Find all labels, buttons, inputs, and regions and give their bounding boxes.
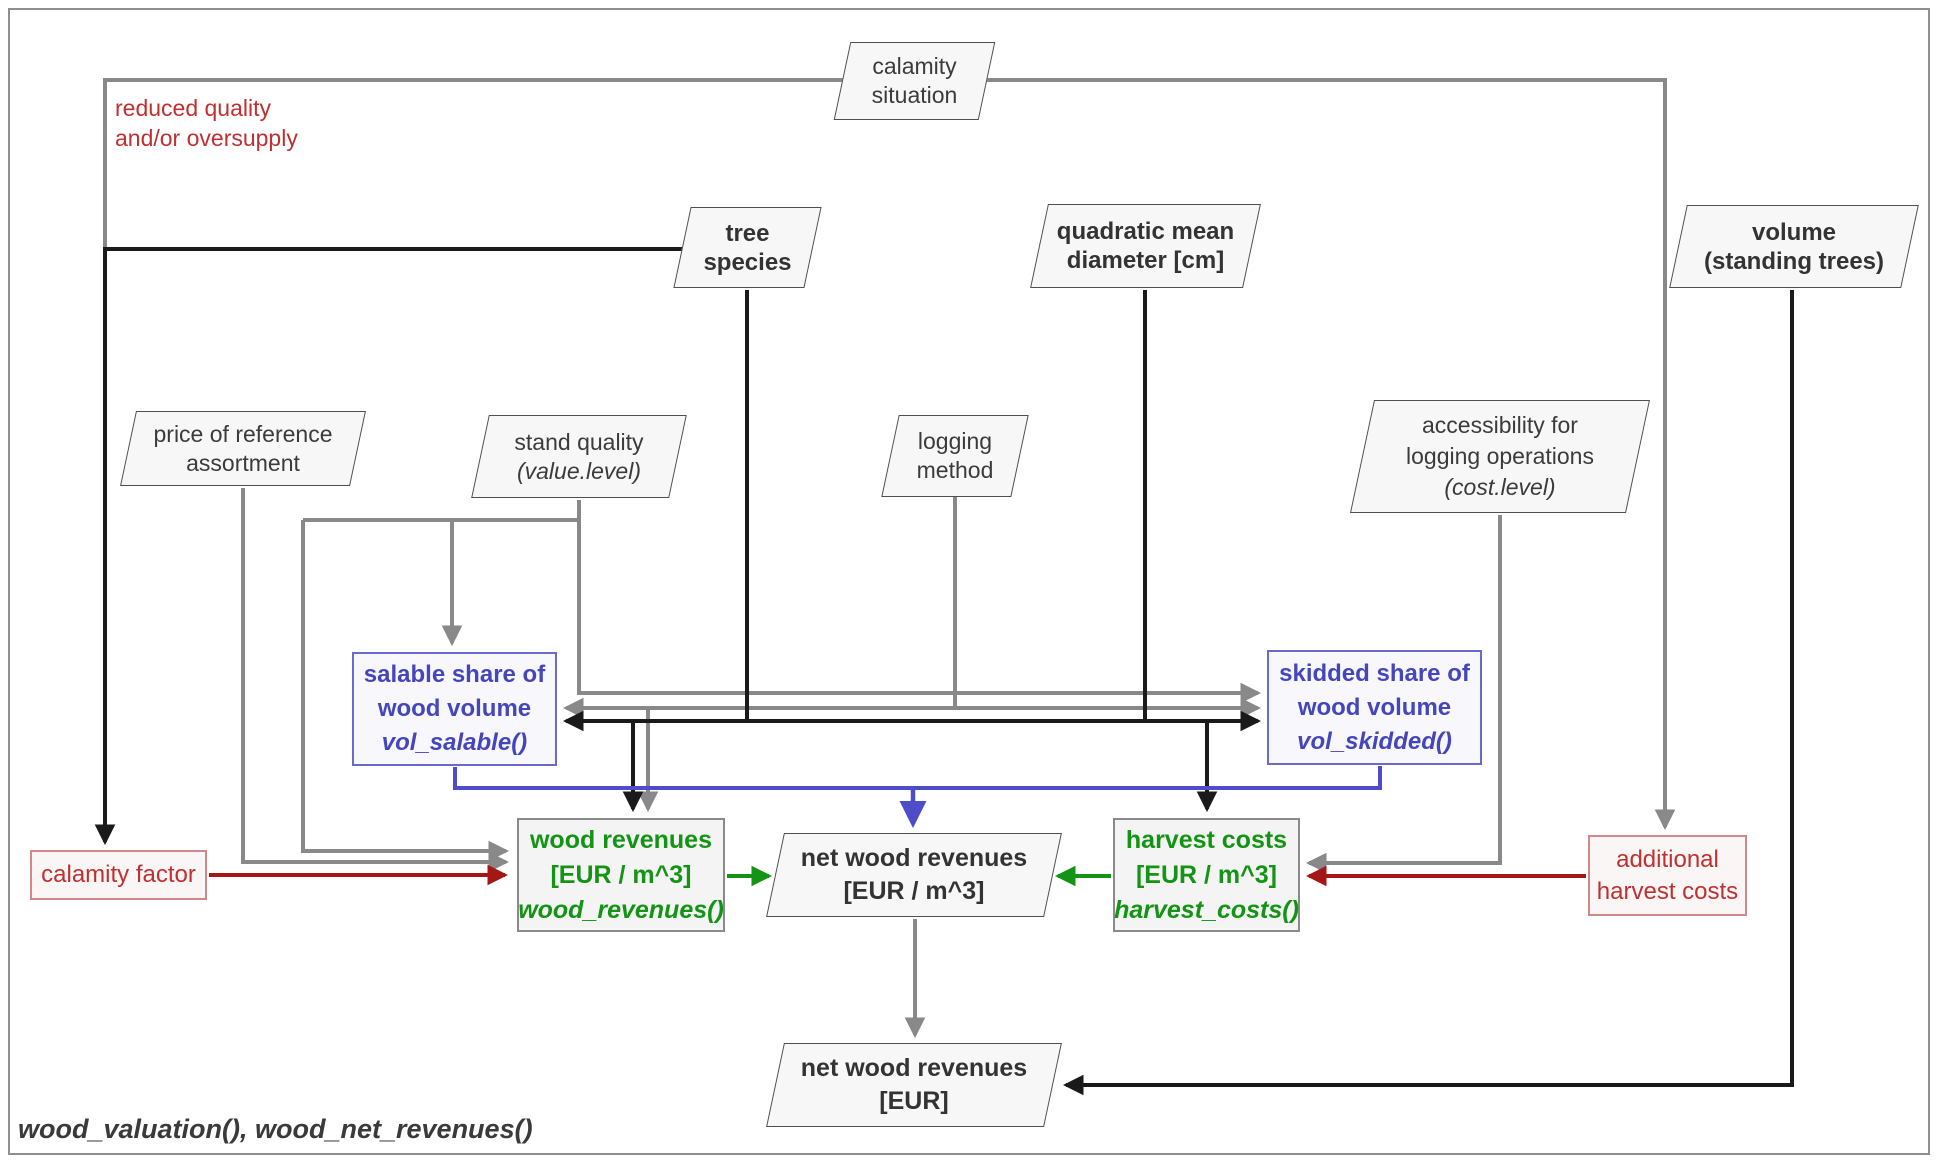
line: [EUR / m^3] bbox=[1135, 860, 1277, 889]
node-calamity-situation: calamity situation bbox=[833, 42, 996, 120]
label-line: reduced quality bbox=[115, 95, 271, 121]
line: harvest costs bbox=[1125, 825, 1288, 854]
label-reduced-quality: reduced quality and/or oversupply bbox=[115, 93, 298, 153]
line: logging bbox=[917, 428, 993, 454]
rectangle-shape bbox=[30, 850, 207, 900]
line: situation bbox=[871, 82, 958, 108]
line: quadratic mean bbox=[1056, 218, 1235, 245]
node-label: tree species bbox=[703, 219, 791, 277]
node-calamity-factor: calamity factor bbox=[30, 850, 207, 900]
line: calamity bbox=[872, 53, 957, 79]
edge-species-calamity-to-calamity-factor bbox=[94, 247, 684, 846]
line: wood revenues bbox=[529, 825, 712, 854]
node-label: wood revenues [EUR / m^3] wood_revenues(… bbox=[518, 823, 724, 928]
line: stand quality bbox=[514, 428, 644, 455]
caption-functions: wood_valuation(), wood_net_revenues() bbox=[18, 1114, 533, 1144]
node-accessibility: accessibility for logging operations (co… bbox=[1349, 400, 1651, 513]
line: harvest_costs() bbox=[1114, 895, 1299, 924]
node-label: accessibility for logging operations (co… bbox=[1406, 410, 1594, 503]
line: (standing trees) bbox=[1703, 247, 1885, 275]
line: [EUR] bbox=[879, 1087, 949, 1115]
edge-stand-quality-to-skidded bbox=[577, 500, 1262, 704]
node-logging-method: logging method bbox=[881, 415, 1029, 497]
node-label: net wood revenues [EUR] bbox=[801, 1052, 1027, 1118]
line: net wood revenues bbox=[800, 844, 1028, 872]
line: volume bbox=[1751, 218, 1837, 246]
node-label: calamity factor bbox=[41, 859, 196, 891]
line: wood volume bbox=[1297, 693, 1452, 721]
line: tree bbox=[725, 219, 770, 247]
node-label: logging method bbox=[917, 427, 994, 485]
node-label: additional harvest costs bbox=[1597, 844, 1738, 908]
rectangle-shape bbox=[352, 652, 557, 766]
line: (cost.level) bbox=[1444, 474, 1556, 500]
node-label: calamity situation bbox=[872, 52, 958, 110]
line: additional bbox=[1616, 845, 1719, 873]
node-price-of-reference-assortment: price of reference assortment bbox=[120, 411, 366, 486]
line: calamity factor bbox=[41, 861, 196, 888]
line: logging operations bbox=[1406, 443, 1594, 469]
node-label: harvest costs [EUR / m^3] harvest_costs(… bbox=[1114, 823, 1299, 928]
node-salable-share: salable share of wood volume vol_salable… bbox=[352, 652, 557, 766]
label-line: and/or oversupply bbox=[115, 125, 298, 151]
rectangle-shape bbox=[1267, 650, 1482, 765]
edge-price-to-wood-revenues bbox=[241, 488, 510, 873]
node-label: quadratic mean diameter [cm] bbox=[1057, 217, 1234, 275]
line: (value.level) bbox=[516, 457, 641, 484]
line: vol_skidded() bbox=[1297, 727, 1452, 755]
line: vol_salable() bbox=[381, 729, 528, 756]
node-label: net wood revenues [EUR / m^3] bbox=[801, 842, 1027, 908]
line: diameter [cm] bbox=[1066, 247, 1225, 274]
node-wood-revenues: wood revenues [EUR / m^3] wood_revenues(… bbox=[517, 818, 725, 932]
node-net-wood-revenues-eur: net wood revenues [EUR] bbox=[766, 1043, 1062, 1127]
rectangle-shape bbox=[1113, 818, 1300, 932]
edge-calamity-to-left-junction bbox=[103, 78, 847, 249]
node-skidded-share: skidded share of wood volume vol_skidded… bbox=[1267, 650, 1482, 765]
line: salable share of bbox=[363, 661, 546, 688]
line: wood_revenues() bbox=[518, 895, 724, 924]
node-net-wood-revenues-m3: net wood revenues [EUR / m^3] bbox=[766, 833, 1062, 917]
line: [EUR / m^3] bbox=[843, 877, 985, 905]
edge-salable-skidded-blue-rail bbox=[453, 766, 1382, 790]
line: harvest costs bbox=[1596, 877, 1739, 905]
node-stand-quality: stand quality (value.level) bbox=[471, 415, 687, 498]
line: net wood revenues bbox=[800, 1054, 1028, 1082]
edge-volume-to-net-revenues-eur bbox=[1062, 290, 1794, 1096]
line: wood volume bbox=[377, 695, 532, 722]
node-harvest-costs: harvest costs [EUR / m^3] harvest_costs(… bbox=[1113, 818, 1300, 932]
line: price of reference bbox=[153, 420, 333, 447]
node-additional-harvest-costs: additional harvest costs bbox=[1588, 835, 1747, 916]
line: assortment bbox=[186, 449, 300, 476]
node-quadratic-mean-diameter: quadratic mean diameter [cm] bbox=[1030, 204, 1261, 288]
line: skidded share of bbox=[1279, 659, 1470, 687]
edge-accessibility-to-harvest-costs bbox=[1305, 515, 1502, 874]
node-label: stand quality (value.level) bbox=[514, 428, 643, 486]
diagram-frame bbox=[8, 8, 1930, 1155]
node-volume-standing-trees: volume (standing trees) bbox=[1669, 205, 1919, 288]
rectangle-shape bbox=[1588, 835, 1747, 916]
edge-calamity-to-additional-harvest-costs bbox=[982, 78, 1676, 831]
node-label: skidded share of wood volume vol_skidded… bbox=[1279, 657, 1470, 759]
node-label: volume (standing trees) bbox=[1704, 218, 1884, 276]
edge-stand-quality-to-wood-revenues bbox=[301, 520, 510, 862]
line: species bbox=[703, 248, 792, 276]
line: method bbox=[916, 457, 994, 483]
line: accessibility for bbox=[1422, 412, 1578, 438]
node-tree-species: tree species bbox=[673, 207, 822, 288]
node-label: salable share of wood volume vol_salable… bbox=[364, 658, 545, 760]
rectangle-shape bbox=[517, 818, 725, 932]
node-label: price of reference assortment bbox=[154, 420, 333, 478]
line: [EUR / m^3] bbox=[550, 860, 692, 889]
